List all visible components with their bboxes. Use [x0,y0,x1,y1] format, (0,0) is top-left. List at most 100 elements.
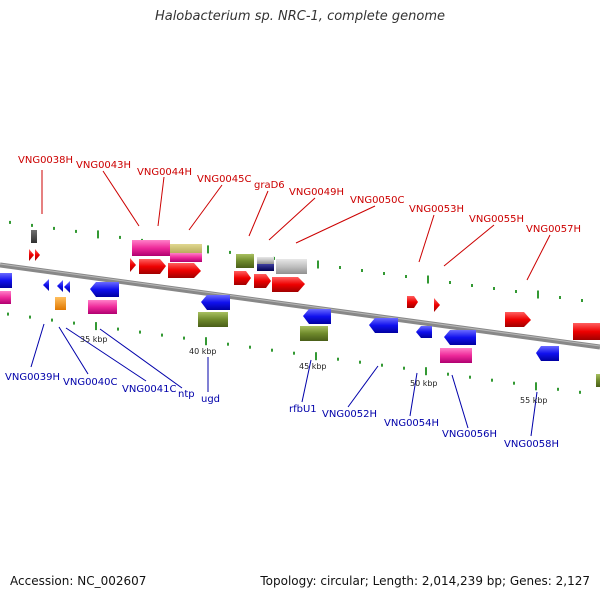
gene-label-rfbu1[interactable]: rfbU1 [289,404,317,415]
feature-forward-arrow[interactable] [139,259,166,274]
tick-mark [119,235,121,239]
topology-text: Topology: circular; Length: 2,014,239 bp… [260,574,590,588]
gene-label-vng0040c[interactable]: VNG0040C [63,377,118,388]
reverse-strand-features [0,273,600,387]
gene-label-vng0058h[interactable]: VNG0058H [504,439,559,450]
feature-vng0056h-b[interactable] [440,348,472,363]
feature-ugd[interactable] [201,295,230,310]
tick-mark [491,378,493,382]
tick-mark [227,342,229,346]
feature-vng0054h[interactable] [416,326,432,338]
tick-mark [381,363,383,367]
leader-vng0039h [30,323,45,368]
tick-mark [95,322,97,331]
feature-vng0055h[interactable] [434,298,440,312]
gene-label-vng0049h[interactable]: VNG0049H [289,187,344,198]
feature-forward-arrow[interactable] [573,323,600,340]
gene-label-ugd[interactable]: ugd [201,394,220,405]
leader-vng0058h [530,391,538,437]
feature-vng0056h[interactable] [444,330,476,345]
feature-vng0049h-b[interactable] [257,264,274,271]
tick-mark [7,312,9,316]
gene-label-vng0039h[interactable]: VNG0039H [5,372,60,383]
genome-backbone-highlight [0,263,600,347]
feature-ntp[interactable] [90,282,119,297]
feature-reverse-block[interactable] [0,291,11,304]
feature-reverse-block[interactable] [596,374,600,387]
leader-vng0053h [418,214,435,263]
leader-vng0052h [347,365,379,408]
gene-label-vng0052h[interactable]: VNG0052H [322,409,377,420]
feature-forward-arrow[interactable] [35,249,40,261]
gene-label-vng0053h[interactable]: VNG0053H [409,204,464,215]
gene-label-vng0038h[interactable]: VNG0038H [18,155,73,166]
gene-label-vng0056h[interactable]: VNG0056H [442,429,497,440]
feature-forward-arrow[interactable] [254,274,271,288]
feature-forward-arrow[interactable] [168,263,201,278]
feature-forward-arrow[interactable] [29,249,34,261]
feature-vng0049h[interactable] [257,257,274,264]
tick-mark [537,290,539,299]
gene-label-vng0055h[interactable]: VNG0055H [469,214,524,225]
feature-vng0043h[interactable] [132,240,170,256]
gene-label-vng0045c[interactable]: VNG0045C [197,174,252,185]
feature-vng0041c[interactable] [55,297,66,310]
feature-forward-arrow[interactable] [130,258,136,272]
forward-gene-labels: VNG0038H VNG0043H VNG0044H VNG0045C graD… [18,155,581,235]
ruler-label-35kbp: 35 kbp [80,335,108,344]
tick-mark [513,381,515,385]
feature-vng0038h[interactable] [31,230,37,243]
feature-vng0045c[interactable] [170,253,202,262]
gene-label-ntp[interactable]: ntp [178,389,195,400]
tick-mark [205,337,207,346]
leader-vng0049h [268,197,316,241]
tick-mark [31,223,33,227]
forward-strand-features [29,230,600,340]
tick-mark [75,229,77,233]
feature-vng0058h[interactable] [536,346,559,361]
feature-vng0040c[interactable] [57,280,63,292]
tick-mark [515,290,517,293]
feature-rfbu1[interactable] [303,309,331,324]
tick-mark [359,360,361,364]
tick-mark [229,250,231,254]
tick-mark [493,287,495,290]
gene-label-vng0054h[interactable]: VNG0054H [384,418,439,429]
tick-mark [579,390,581,394]
feature-vng0052h[interactable] [369,318,398,333]
tick-mark [51,318,53,322]
leader-vng0056h [451,374,469,429]
gene-label-vng0043h[interactable]: VNG0043H [76,160,131,171]
feature-rfbu1-b[interactable] [300,326,328,341]
leader-vng0040c [58,326,89,375]
reverse-gene-labels: VNG0039H VNG0040C VNG0041C ntp ugd rfbU1… [5,372,559,450]
gene-label-vng0057h[interactable]: VNG0057H [526,224,581,235]
feature-vng0053h[interactable] [407,296,418,308]
tick-mark [73,321,75,325]
gene-label-vng0041c[interactable]: VNG0041C [122,384,177,395]
tick-mark [581,299,583,302]
tick-mark [207,245,209,254]
feature-vng0050c[interactable] [276,259,307,274]
gene-label-vng0050c[interactable]: VNG0050C [350,195,405,206]
feature-grad6[interactable] [236,254,254,268]
leader-vng0041c [65,327,147,382]
gene-label-grad6[interactable]: graD6 [254,180,285,191]
tick-mark [271,348,273,352]
tick-mark [29,315,31,319]
tick-mark [161,333,163,337]
tick-tracks [7,220,583,394]
feature-ugd-b[interactable] [198,312,228,327]
feature-forward-arrow[interactable] [272,277,305,292]
tick-mark [535,382,537,391]
feature-vng0040c-b[interactable] [64,281,70,293]
feature-vng0039h[interactable] [43,279,49,291]
feature-ntp-b[interactable] [88,300,117,314]
gene-label-vng0044h[interactable]: VNG0044H [137,167,192,178]
tick-mark [97,230,99,239]
feature-forward-arrow[interactable] [234,271,251,285]
map-title: Halobacterium sp. NRC-1, complete genome [154,9,446,24]
feature-vng0057h[interactable] [505,312,531,327]
feature-reverse-arrow[interactable] [0,273,12,288]
